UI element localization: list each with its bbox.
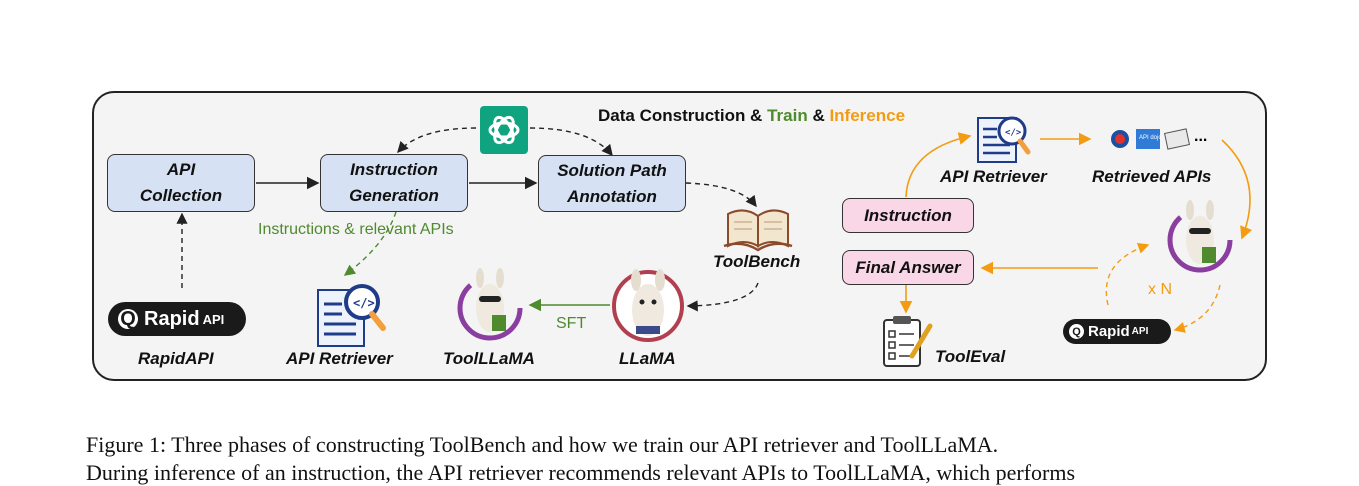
arrow-generation-to-retriever	[343, 211, 397, 276]
rapidapi-q-icon: Q	[118, 308, 138, 330]
svg-text:</>: </>	[1005, 128, 1022, 138]
instruction-generation-box: Instruction Generation	[320, 154, 468, 212]
retrieved-apis-label: Retrieved APIs	[1092, 167, 1212, 186]
api-retriever-right-icon: </>	[977, 116, 1031, 163]
title-prefix: Data Construction &	[598, 106, 763, 125]
tooleval-label: ToolEval	[935, 347, 1006, 366]
rapidapi-word: Rapid	[144, 307, 200, 330]
final-answer-box: Final Answer	[842, 250, 974, 285]
llama-label: LLaMA	[619, 349, 676, 368]
api-retriever-right-label: API Retriever	[940, 167, 1047, 186]
instructions-apis-label: Instructions & relevant APIs	[258, 221, 454, 238]
rapidapi-api: API	[202, 311, 225, 327]
retrieved-api-logos	[1111, 128, 1191, 150]
arrow-instruction-to-retriever	[905, 132, 972, 198]
rapidapi-small-api: API	[1131, 326, 1149, 337]
sft-label: SFT	[556, 315, 587, 332]
toolbench-label: ToolBench	[713, 252, 801, 271]
chatgpt-icon	[480, 106, 528, 154]
arrow-toolbench-to-llama	[686, 282, 759, 312]
llama-icon	[612, 269, 684, 342]
rapidapi-logo-small: Q Rapid API	[1063, 319, 1171, 344]
solution-path-box: Solution Path Annotation	[538, 155, 686, 212]
api-retriever-left-icon: </>	[317, 284, 386, 347]
arrow-rapid-to-toolllama	[1105, 242, 1150, 306]
title-amp: &	[812, 106, 825, 125]
arrow-chatgpt-to-annotation	[529, 127, 613, 157]
arrow-annotation-to-toolbench	[685, 182, 757, 208]
arrow-toolllama-to-rapid	[1173, 284, 1221, 333]
rapidapi-small-q-icon: Q	[1069, 324, 1084, 339]
book-icon	[723, 209, 793, 252]
title-inference: Inference	[829, 106, 906, 125]
xn-label: x N	[1148, 281, 1172, 298]
arrow-chatgpt-to-generation	[397, 127, 477, 154]
toolllama-label: ToolLLaMA	[443, 349, 535, 368]
svg-text:</>: </>	[353, 296, 375, 310]
title-train: Train	[767, 106, 808, 125]
apidojo-logo-text: API dojo	[1139, 135, 1162, 141]
rapidapi-small-word: Rapid	[1088, 323, 1130, 340]
toolllama-left-icon	[457, 268, 523, 341]
api-collection-box: API Collection	[107, 154, 255, 212]
instruction-box: Instruction	[842, 198, 974, 233]
rapidapi-logo-large: Q Rapid API	[108, 302, 246, 336]
diagram-title: Data Construction & Train & Inference	[598, 106, 905, 126]
diagram-connectors: </> </>	[176, 106, 1253, 367]
toolllama-right-icon	[1167, 200, 1233, 273]
tooleval-icon	[883, 316, 933, 367]
arrow-apis-to-toolllama	[1221, 139, 1253, 240]
figure-caption-line2: During inference of an instruction, the …	[86, 460, 1076, 485]
rapidapi-label: RapidAPI	[138, 349, 214, 368]
api-retriever-left-label: API Retriever	[286, 349, 393, 368]
figure-caption-line1: Figure 1: Three phases of constructing T…	[86, 432, 999, 457]
more-apis-ellipsis: ...	[1194, 128, 1208, 145]
